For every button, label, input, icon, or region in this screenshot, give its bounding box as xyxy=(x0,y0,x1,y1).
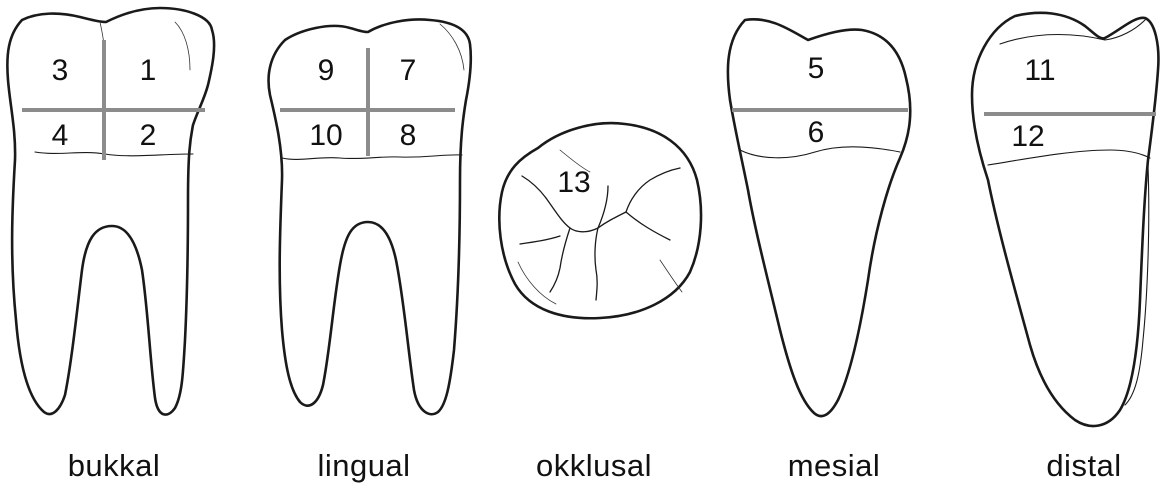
view-label-lingual: lingual xyxy=(317,448,410,483)
zone-number-1: 1 xyxy=(140,54,157,87)
tooth-lingual-view: 9 7 10 8 xyxy=(269,20,471,415)
zone-number-8: 8 xyxy=(400,119,417,152)
view-label-mesial: mesial xyxy=(788,448,881,483)
zone-number-4: 4 xyxy=(52,119,69,152)
zone-number-7: 7 xyxy=(400,54,417,87)
buccal-tooth-outline xyxy=(7,8,214,415)
tooth-occlusal-view: 13 xyxy=(499,123,701,318)
tooth-mesial-view: 5 6 xyxy=(728,19,910,416)
tooth-distal-view: 11 12 xyxy=(972,13,1158,426)
zone-number-10: 10 xyxy=(309,119,342,152)
zone-number-12: 12 xyxy=(1011,120,1044,153)
zone-number-2: 2 xyxy=(140,119,157,152)
view-label-bukkal: bukkal xyxy=(68,448,161,483)
tooth-buccal-view: 3 1 4 2 xyxy=(7,8,214,415)
zone-number-5: 5 xyxy=(808,52,825,85)
zone-number-13: 13 xyxy=(557,166,590,199)
zone-number-6: 6 xyxy=(808,116,825,149)
view-label-distal: distal xyxy=(1046,448,1121,483)
occlusal-tooth-outline xyxy=(499,123,701,318)
zone-number-3: 3 xyxy=(52,54,69,87)
zone-number-9: 9 xyxy=(318,54,335,87)
zone-number-11: 11 xyxy=(1024,54,1055,87)
view-label-okklusal: okklusal xyxy=(536,448,652,483)
distal-tooth-outline xyxy=(972,13,1158,426)
